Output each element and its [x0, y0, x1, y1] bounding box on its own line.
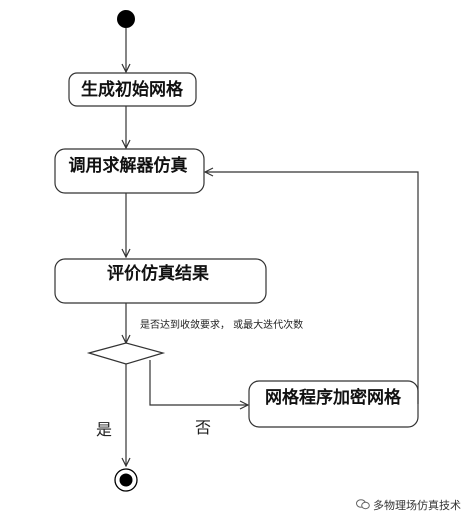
wechat-icon: [356, 499, 370, 510]
action-generate-initial-mesh-label: 生成初始网格: [81, 79, 184, 100]
action-call-solver-simulation-label: 调用求解器仿真: [69, 155, 188, 176]
action-evaluate-results-label: 评价仿真结果: [107, 263, 209, 284]
flow-arrow-refine-to-solver: [205, 172, 419, 404]
flow-arrow-decision-to-refine: [149, 360, 248, 405]
action-evaluate-results-box: [54, 258, 267, 304]
watermark: 多物理场仿真技术: [356, 496, 470, 516]
action-refine-mesh-label: 网格程序加密网格: [265, 387, 402, 408]
watermark-text: 多物理场仿真技术: [373, 499, 461, 512]
action-generate-initial-mesh-box: [68, 72, 197, 107]
branch-label-yes: 是: [96, 420, 112, 439]
end-node-inner-dot: [119, 473, 133, 487]
branch-label-no: 否: [195, 418, 211, 437]
start-node: [117, 10, 135, 28]
decision-node: [86, 342, 166, 365]
decision-guard-text: 是否达到收敛要求， 或最大迭代次数: [140, 318, 303, 331]
